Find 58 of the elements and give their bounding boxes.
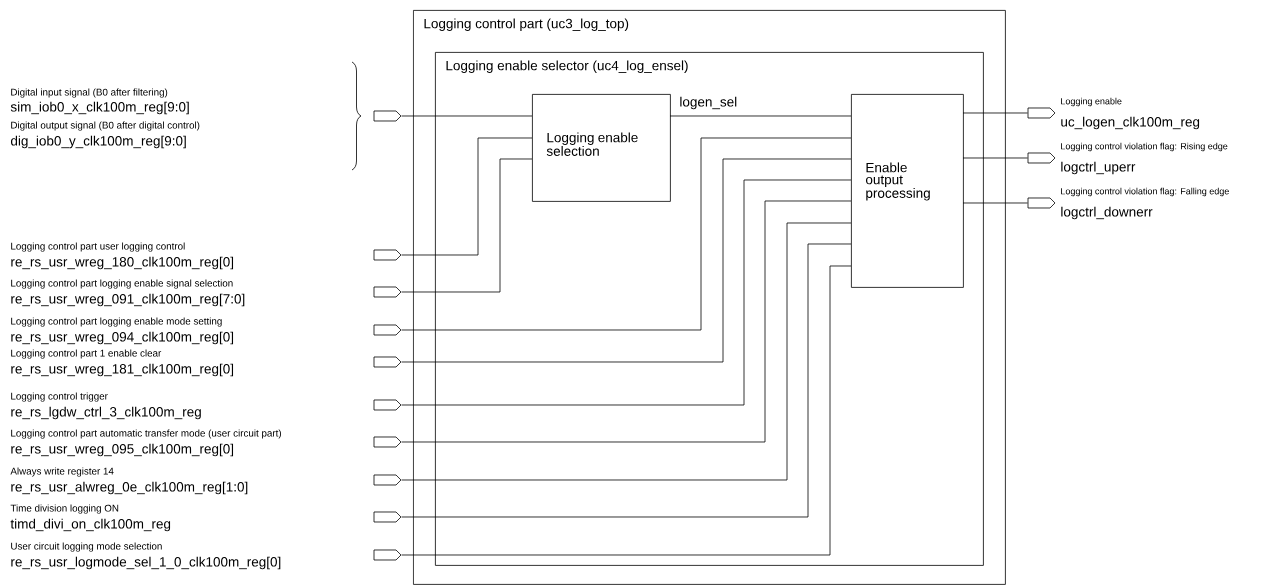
- signal-label: re_rs_usr_alwreg_0e_clk100m_reg[1:0]: [11, 481, 248, 495]
- signal-label: Logging control trigger: [11, 392, 108, 402]
- signal-label: Logging enable: [1061, 97, 1122, 107]
- signal-label: dig_iob0_y_clk100m_reg[9:0]: [10, 135, 186, 149]
- port-symbol: [373, 324, 402, 336]
- port-symbol: [373, 511, 402, 523]
- port-symbol: [1027, 197, 1056, 209]
- connector-line: [962, 112, 1028, 114]
- signal-label: Logging control part logging enable mode setting: [11, 317, 222, 327]
- port-symbol: [373, 356, 402, 368]
- signal-label: Logging control violation flag: Falling edge: [1061, 187, 1229, 197]
- connector-line: [401, 137, 852, 331]
- signal-label: Always write register 14: [10, 467, 114, 477]
- port-symbol: [373, 549, 402, 561]
- process-box: Logging enable selection: [532, 94, 671, 202]
- signal-label: uc_logen_clk100m_reg: [1061, 116, 1200, 130]
- signal-label: re_rs_usr_wreg_180_clk100m_reg[0]: [11, 256, 234, 270]
- signal-label: Logging control part automatic transfer mode (user circuit part): [11, 429, 281, 439]
- signal-label: re_rs_usr_logmode_sel_1_0_clk100m_reg[0]: [11, 556, 281, 570]
- connector-line: [401, 115, 533, 117]
- connector-line: [401, 158, 533, 293]
- signal-label: re_rs_usr_wreg_091_clk100m_reg[7:0]: [11, 293, 245, 307]
- port-symbol: [373, 399, 402, 411]
- connector-line: [401, 200, 852, 443]
- port-symbol: [1027, 152, 1056, 164]
- signal-label: re_rs_usr_wreg_181_clk100m_reg[0]: [11, 363, 234, 377]
- signal-label: Time division logging ON: [10, 504, 119, 514]
- signal-label: Logging control part user logging control: [11, 242, 185, 252]
- port-symbol: [373, 110, 402, 122]
- port-symbol: [1027, 107, 1056, 119]
- signal-label: User circuit logging mode selection: [11, 542, 162, 552]
- connector-line: [401, 158, 852, 363]
- signal-label: Logging control part 1 enable clear: [11, 349, 162, 359]
- signal-label: logctrl_uperr: [1061, 161, 1136, 175]
- connector-line: [401, 179, 852, 406]
- connector-line: [401, 137, 533, 256]
- signal-label: Logging control violation flag: Rising edge: [1061, 142, 1228, 152]
- signal-label: logctrl_downerr: [1061, 206, 1153, 220]
- edge-label: logen_sel: [678, 95, 739, 111]
- signal-label: sim_iob0_x_clk100m_reg[9:0]: [10, 101, 189, 115]
- port-symbol: [373, 474, 402, 486]
- connector-line: [962, 202, 1028, 204]
- signal-label: re_rs_lgdw_ctrl_3_clk100m_reg: [11, 406, 201, 420]
- signal-label: Logging control part logging enable signal selection: [11, 279, 233, 289]
- connector-line: [401, 265, 852, 556]
- connector-line: [962, 157, 1028, 159]
- connector-line: [401, 222, 852, 481]
- signal-label: re_rs_usr_wreg_095_clk100m_reg[0]: [11, 443, 234, 457]
- signal-label: timd_divi_on_clk100m_reg: [10, 518, 171, 532]
- port-symbol: [373, 249, 402, 261]
- signal-label: Digital input signal (B0 after filtering): [11, 88, 168, 98]
- connector-line: [669, 115, 852, 117]
- process-box: Enable output processing: [851, 94, 964, 288]
- port-symbol: [373, 286, 402, 298]
- signal-label: re_rs_usr_wreg_094_clk100m_reg[0]: [11, 331, 234, 345]
- connector-line: [401, 243, 852, 518]
- port-symbol: [373, 436, 402, 448]
- signal-label: Digital output signal (B0 after digital control): [11, 121, 200, 131]
